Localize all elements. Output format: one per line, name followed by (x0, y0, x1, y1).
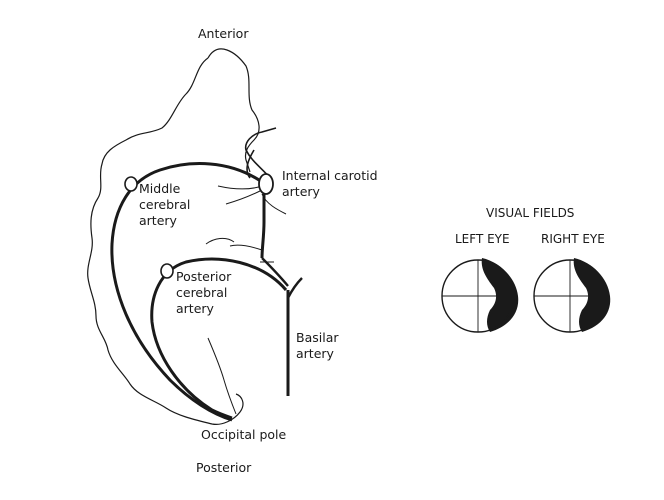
right-eye-scotoma (573, 258, 611, 332)
label-line: Basilar (296, 330, 339, 345)
label-internal-carotid-artery: Internal carotid artery (282, 168, 378, 200)
left-eye-scotoma (481, 258, 519, 332)
right-eye-field (533, 258, 611, 333)
calcarine-line (207, 337, 237, 415)
label-line: artery (176, 301, 214, 316)
label-line: artery (296, 346, 334, 361)
middle-cerebral-marker (124, 176, 138, 192)
label-basilar-artery: Basilar artery (296, 330, 339, 362)
posterior-communicating-vessel (261, 257, 289, 287)
label-anterior: Anterior (198, 26, 249, 41)
internal-carotid-vessel (260, 188, 266, 259)
basilar-branch-right (286, 277, 303, 299)
label-line: Middle (139, 181, 181, 196)
label-line: artery (139, 213, 177, 228)
label-occipital-pole: Occipital pole (201, 427, 287, 442)
hemisphere-outline (87, 48, 260, 425)
label-line: Posterior (176, 269, 232, 284)
label-posterior: Posterior (196, 460, 252, 475)
middle-cerebral-artery-vessel (110, 162, 263, 422)
right-eye-label: RIGHT EYE (541, 232, 605, 246)
label-middle-cerebral-artery: Middle cerebral artery (139, 181, 190, 229)
internal-carotid-marker (258, 173, 274, 195)
label-line: cerebral (139, 197, 191, 212)
posterior-cerebral-marker (160, 263, 174, 279)
left-eye-field (441, 258, 519, 333)
carotid-siphon (244, 127, 277, 179)
label-posterior-cerebral-artery: Posterior cerebral artery (176, 269, 231, 317)
left-eye-label: LEFT EYE (455, 232, 510, 246)
label-line: Internal carotid (282, 168, 378, 183)
visual-fields-title: VISUAL FIELDS (486, 206, 575, 220)
label-line: artery (282, 184, 320, 199)
label-line: cerebral (176, 285, 228, 300)
posterior-cerebral-artery-vessel (150, 257, 288, 420)
small-branches (205, 185, 287, 263)
